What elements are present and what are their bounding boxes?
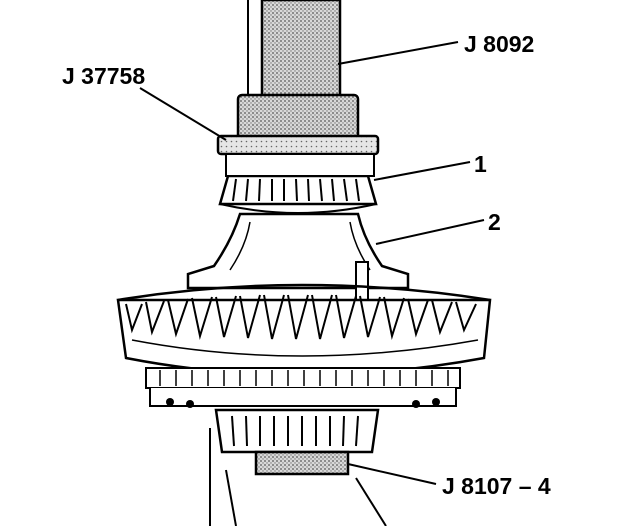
leader-j37758 xyxy=(139,87,227,141)
upper-side-bearing xyxy=(218,153,378,214)
lower-side-bearing xyxy=(214,408,380,454)
driver-head xyxy=(236,93,360,141)
ring-gear xyxy=(116,283,492,377)
label-j8092: J 8092 xyxy=(464,31,534,57)
installer-plate-j37758 xyxy=(216,134,380,156)
label-part-1: 1 xyxy=(474,151,487,177)
leader-2 xyxy=(375,219,485,245)
case-flange xyxy=(145,367,461,408)
label-part-2: 2 xyxy=(488,209,501,235)
differential-case xyxy=(186,212,410,303)
label-j8107-4: J 8107 – 4 xyxy=(442,473,551,499)
leader-1 xyxy=(373,161,471,181)
leader-j8107 xyxy=(347,463,437,485)
label-j37758: J 37758 xyxy=(62,63,145,89)
leader-lines xyxy=(139,41,485,485)
driver-handle-j8092 xyxy=(247,0,342,102)
leader-j8092 xyxy=(337,41,459,65)
support-tool-j8107-4 xyxy=(209,428,387,526)
